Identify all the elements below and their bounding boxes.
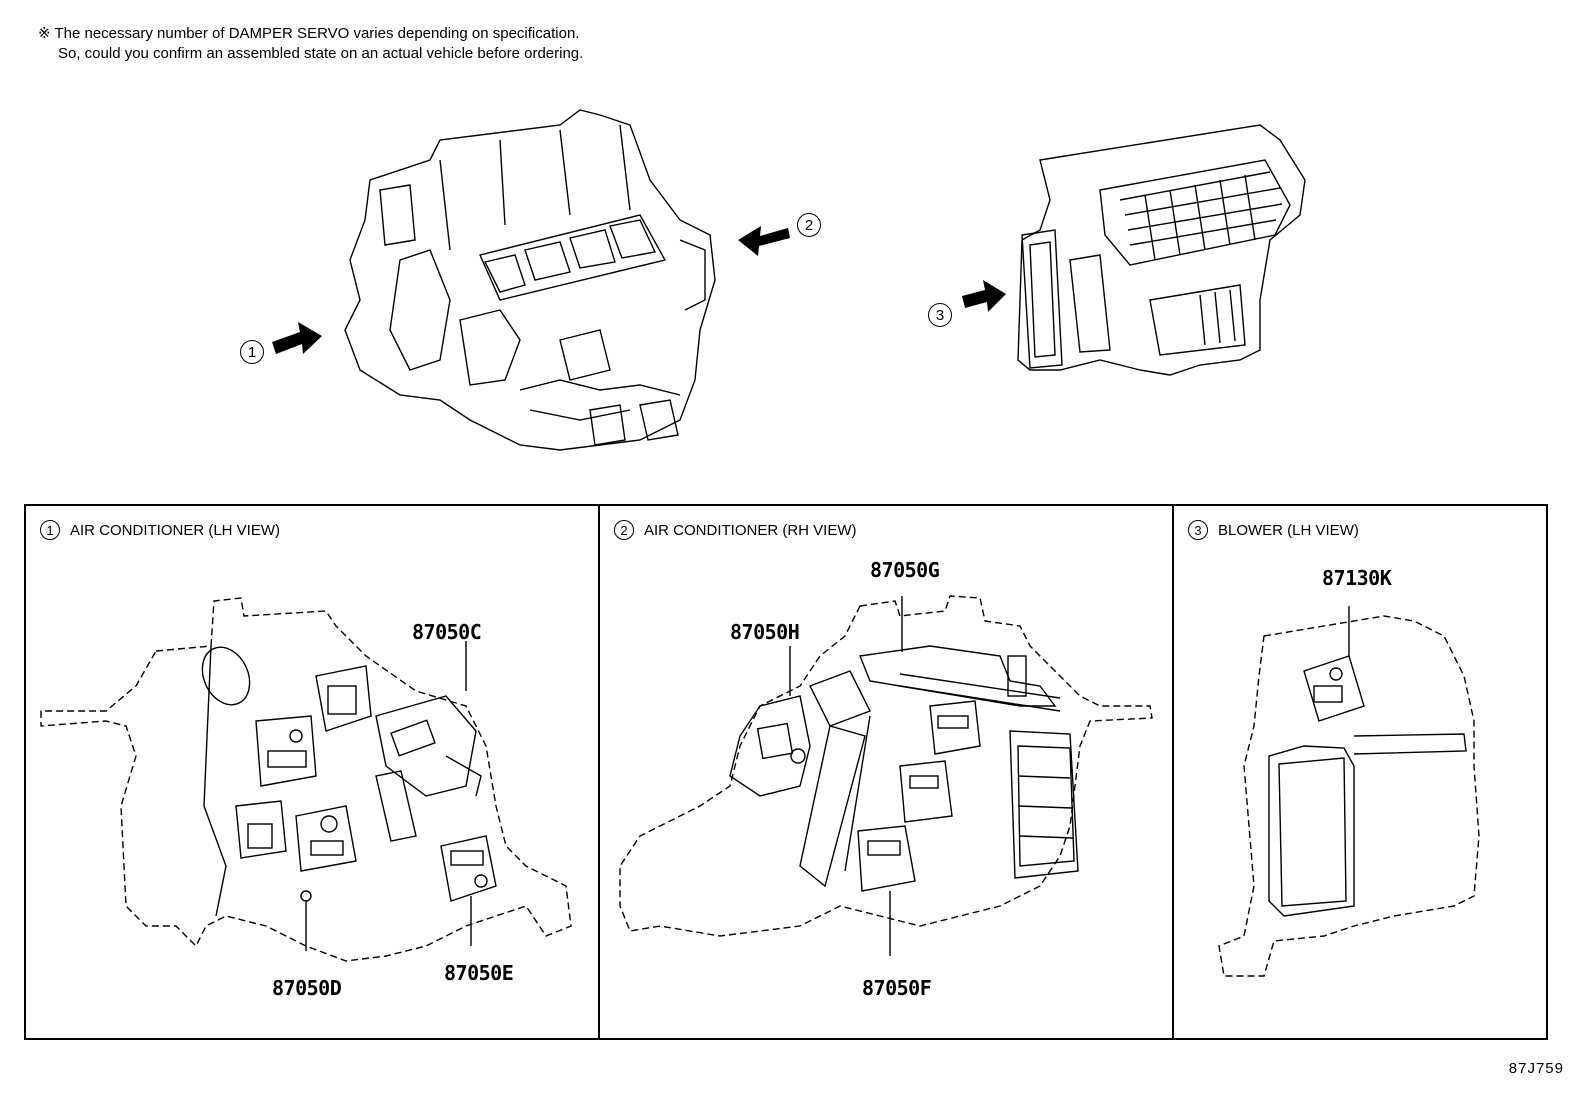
panel-2-title: 2 AIR CONDITIONER (RH VIEW) — [614, 520, 857, 540]
note-line-2: So, could you confirm an assembled state… — [58, 45, 584, 62]
overview-illustration — [272, 109, 1306, 451]
panel-1-title: 1 AIR CONDITIONER (LH VIEW) — [40, 520, 280, 540]
part-87050G[interactable]: 87050G — [870, 558, 940, 582]
callout-1: 1 — [240, 340, 264, 364]
specification-note: ※ The necessary number of DAMPER SERVO v… — [38, 24, 583, 64]
part-87050H[interactable]: 87050H — [730, 620, 800, 644]
blower-unit-drawing — [1017, 124, 1306, 376]
part-87050D[interactable]: 87050D — [272, 976, 342, 1000]
panel-2-drawing — [619, 595, 1153, 956]
panel-3-title: 3 BLOWER (LH VIEW) — [1188, 520, 1359, 540]
panel-1-drawing — [40, 597, 572, 962]
part-87050F[interactable]: 87050F — [862, 976, 932, 1000]
diagram-reference-code: 87J759 — [1508, 1060, 1564, 1077]
callout-2: 2 — [797, 213, 821, 237]
note-line-1: ※ The necessary number of DAMPER SERVO v… — [38, 25, 580, 42]
part-87050C[interactable]: 87050C — [412, 620, 482, 644]
part-87130K[interactable]: 87130K — [1322, 566, 1392, 590]
callout-3: 3 — [928, 303, 952, 327]
part-87050E[interactable]: 87050E — [444, 961, 514, 985]
panel-air-conditioner-rh: 2 AIR CONDITIONER (RH VIEW) 87050G 87050… — [598, 504, 1176, 1040]
panel-3-drawing — [1218, 606, 1480, 977]
air-conditioner-unit-drawing — [344, 109, 716, 451]
panel-air-conditioner-lh: 1 AIR CONDITIONER (LH VIEW) 87050C 87050… — [24, 504, 602, 1040]
panel-blower-lh: 3 BLOWER (LH VIEW) 87130K — [1172, 504, 1548, 1040]
